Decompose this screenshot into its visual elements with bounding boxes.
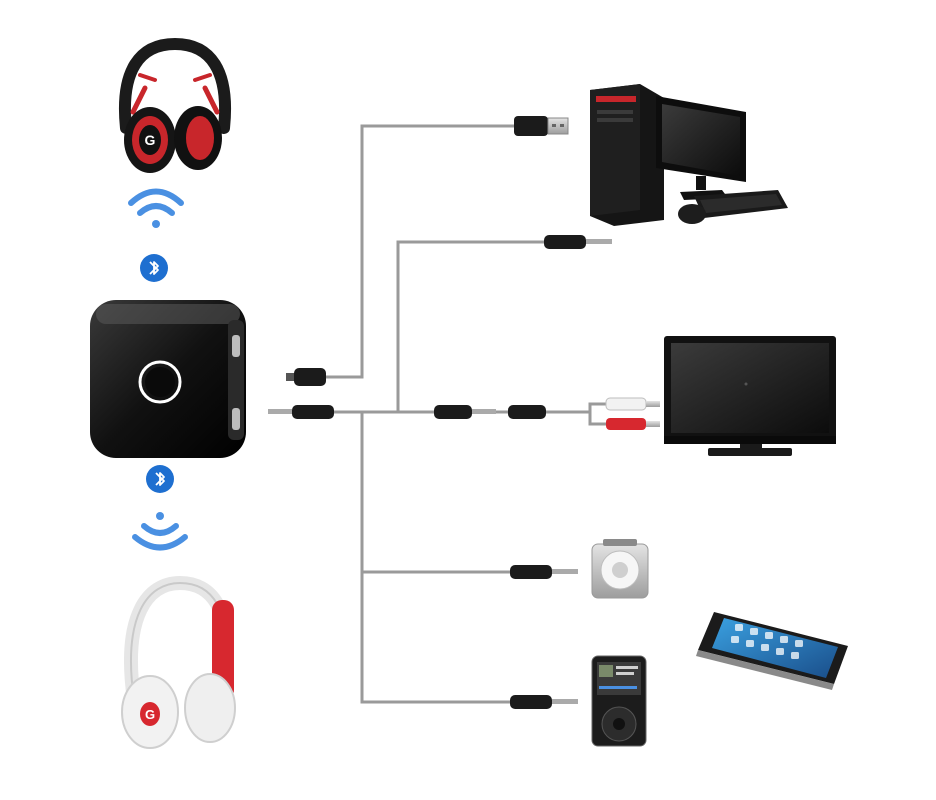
usb-plug-icon: [514, 116, 569, 136]
ipod-classic-icon: [591, 655, 647, 747]
aux-jack-icon: [508, 405, 546, 419]
aux-jack-icon: [544, 235, 612, 249]
aux-jack-icon: [434, 405, 496, 419]
svg-text:G: G: [145, 132, 156, 148]
aux-jack-icon: [268, 405, 334, 419]
cables: [326, 124, 608, 704]
bluetooth-icon: [145, 464, 175, 494]
headphones-black-red-icon: G: [119, 37, 231, 173]
micro-usb-plug-icon: [286, 368, 326, 386]
svg-text:G: G: [145, 707, 155, 722]
aux-jack-icon: [510, 565, 578, 579]
rca-plug-icon: [605, 397, 660, 430]
bluetooth-transmitter-icon: [90, 300, 246, 458]
wifi-signal-icon: [132, 512, 188, 551]
desktop-computer-icon: [590, 84, 788, 226]
aux-to-ipods-cable: [360, 412, 510, 704]
wifi-signal-icon: [128, 188, 184, 228]
smartphone-icon: [696, 612, 848, 690]
ipod-shuffle-icon: [591, 539, 649, 599]
tv-icon: [664, 336, 836, 456]
usb-cable: [326, 124, 514, 379]
bluetooth-icon: [139, 253, 169, 283]
rca-split-cable: [546, 402, 608, 426]
aux-jack-icon: [510, 695, 578, 709]
aux-to-computer-cable: [396, 240, 544, 412]
headphones-white-red-icon: G: [121, 575, 236, 749]
